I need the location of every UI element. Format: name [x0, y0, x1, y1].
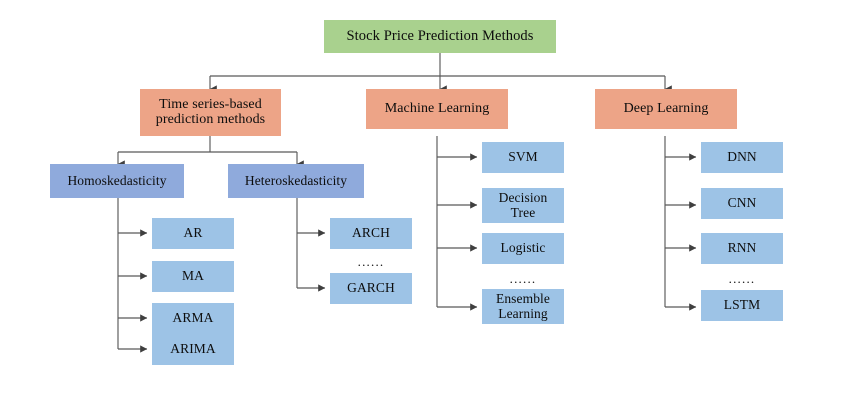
leaf-node-arma[interactable]: ARMA: [152, 303, 234, 334]
leaf-node-label: GARCH: [347, 280, 395, 296]
category-node-label: Time series-based prediction methods: [155, 96, 266, 127]
category-node-time-series-based-prediction-methods[interactable]: Time series-based prediction methods: [140, 89, 281, 136]
leaf-node-rnn[interactable]: RNN: [701, 233, 783, 264]
ellipsis-machine-learning: ......: [509, 271, 537, 286]
leaf-node-label: Logistic: [500, 240, 546, 256]
ellipsis-heteroskedasticity: ......: [357, 254, 385, 269]
subcategory-node-label: Homoskedasticity: [67, 172, 167, 188]
ellipsis-deep-learning: ......: [728, 271, 756, 286]
leaf-node-ensemble-learning[interactable]: Ensemble Learning: [482, 289, 564, 324]
leaf-node-label: SVM: [508, 149, 538, 165]
root-node-label: Stock Price Prediction Methods: [346, 27, 534, 44]
category-node-label: Deep Learning: [623, 100, 709, 116]
leaf-node-ma[interactable]: MA: [152, 261, 234, 292]
leaf-node-label: RNN: [727, 240, 757, 256]
leaf-node-label: ARIMA: [170, 341, 216, 357]
leaf-node-label: ARCH: [352, 225, 390, 241]
leaf-node-decision-tree[interactable]: Decision Tree: [482, 188, 564, 223]
subcategory-node-heteroskedasticity[interactable]: Heteroskedasticity: [228, 164, 364, 198]
leaf-node-arima[interactable]: ARIMA: [152, 334, 234, 365]
leaf-node-logistic[interactable]: Logistic: [482, 233, 564, 264]
category-node-machine-learning[interactable]: Machine Learning: [366, 89, 508, 129]
leaf-node-label: CNN: [727, 195, 757, 211]
leaf-node-label: DNN: [727, 149, 757, 165]
leaf-node-garch[interactable]: GARCH: [330, 273, 412, 304]
subcategory-node-homoskedasticity[interactable]: Homoskedasticity: [50, 164, 184, 198]
category-node-deep-learning[interactable]: Deep Learning: [595, 89, 737, 129]
leaf-node-lstm[interactable]: LSTM: [701, 290, 783, 321]
leaf-node-label: ARMA: [172, 310, 214, 326]
leaf-node-label: Ensemble Learning: [495, 291, 551, 321]
leaf-node-ar[interactable]: AR: [152, 218, 234, 249]
leaf-node-label: LSTM: [723, 297, 761, 313]
leaf-node-svm[interactable]: SVM: [482, 142, 564, 173]
leaf-node-label: AR: [183, 225, 203, 241]
subcategory-node-label: Heteroskedasticity: [244, 172, 348, 188]
root-node-stock-price-prediction-methods[interactable]: Stock Price Prediction Methods: [324, 20, 556, 53]
leaf-node-label: MA: [182, 268, 204, 284]
leaf-node-arch[interactable]: ARCH: [330, 218, 412, 249]
leaf-node-label: Decision Tree: [498, 190, 548, 220]
category-node-label: Machine Learning: [384, 100, 490, 116]
leaf-node-dnn[interactable]: DNN: [701, 142, 783, 173]
leaf-node-cnn[interactable]: CNN: [701, 188, 783, 219]
